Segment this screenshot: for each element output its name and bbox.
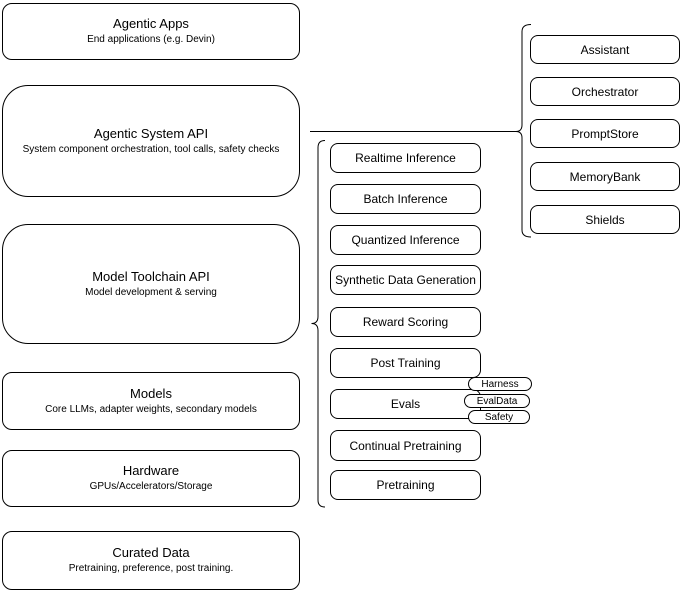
layer-model-toolchain-api: Model Toolchain API Model development & … (2, 224, 300, 344)
layer-agentic-system-api: Agentic System API System component orch… (2, 85, 300, 197)
component-node-shields: Shields (530, 205, 680, 234)
eval-tag-harness: Harness (468, 377, 532, 391)
layer-subtitle: Core LLMs, adapter weights, secondary mo… (45, 403, 257, 415)
toolchain-node-batch-inference: Batch Inference (330, 184, 481, 214)
components-bracket (515, 24, 532, 238)
layer-subtitle: End applications (e.g. Devin) (87, 34, 215, 45)
toolchain-node-continual-pretraining: Continual Pretraining (330, 430, 481, 461)
layer-title: Agentic System API (93, 125, 209, 141)
toolchain-node-realtime-inference: Realtime Inference (330, 143, 481, 173)
layer-agentic-apps: Agentic Apps End applications (e.g. Devi… (2, 3, 300, 60)
eval-tag-evaldata: EvalData (464, 394, 530, 408)
layer-title: Models (130, 385, 172, 401)
component-node-promptstore: PromptStore (530, 119, 680, 148)
toolchain-node-post-training: Post Training (330, 348, 481, 378)
toolchain-node-evals: Evals (330, 389, 481, 419)
layer-title: Curated Data (112, 545, 190, 560)
layer-title: Agentic Apps (113, 16, 189, 31)
layer-subtitle: Pretraining, preference, post training. (68, 563, 234, 574)
component-node-orchestrator: Orchestrator (530, 77, 680, 106)
component-node-memorybank: MemoryBank (530, 162, 680, 191)
toolchain-node-reward-scoring: Reward Scoring (330, 307, 481, 337)
layer-title: Hardware (122, 463, 180, 478)
toolchain-node-pretraining: Pretraining (330, 470, 481, 500)
layer-curated-data: Curated Data Pretraining, preference, po… (2, 531, 300, 590)
layer-models: Models Core LLMs, adapter weights, secon… (2, 372, 300, 430)
toolchain-node-quantized-inference: Quantized Inference (330, 225, 481, 255)
eval-tag-safety: Safety (468, 410, 530, 424)
layer-hardware: Hardware GPUs/Accelerators/Storage (2, 450, 300, 507)
component-node-assistant: Assistant (530, 35, 680, 64)
toolchain-node-synthetic-data-generation: Synthetic Data Generation (330, 265, 481, 295)
layer-subtitle: System component orchestration, tool cal… (22, 143, 280, 155)
layer-subtitle: GPUs/Accelerators/Storage (89, 481, 213, 492)
layer-title: Model Toolchain API (92, 268, 210, 284)
toolchain-bracket (311, 140, 326, 508)
layer-subtitle: Model development & serving (85, 286, 217, 298)
